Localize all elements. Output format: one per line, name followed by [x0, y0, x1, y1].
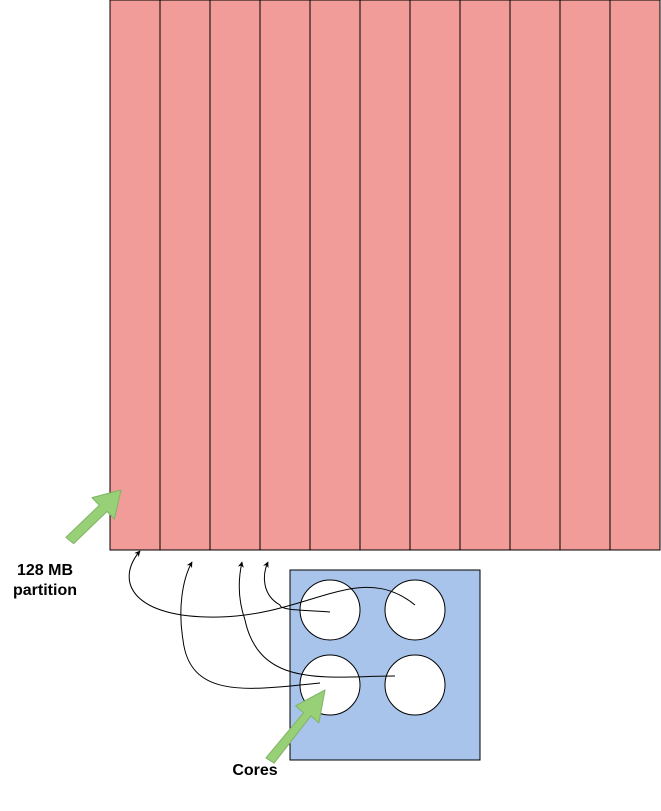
- partition-block: [209, 0, 261, 551]
- core-group: [299, 579, 446, 716]
- partition-block: [259, 0, 311, 551]
- core-circle: [384, 654, 446, 716]
- core-to-partition-arrow: [263, 561, 331, 613]
- core-to-partition-arrow: [128, 550, 416, 618]
- partition-size-label: 128 MB partition: [0, 561, 90, 601]
- assignment-arrows: [128, 550, 416, 689]
- core-circle: [384, 579, 446, 641]
- partition-block: [459, 0, 511, 551]
- partition-block: [509, 0, 561, 551]
- partition-block: [309, 0, 361, 551]
- partition-size-label-line: 128 MB: [16, 562, 74, 579]
- partition-block: [559, 0, 611, 551]
- partition-block: [109, 0, 161, 551]
- data-block: [109, 0, 661, 551]
- core-to-partition-arrow: [180, 561, 321, 689]
- partition-pointer-arrow: [65, 489, 122, 545]
- partition-block: [359, 0, 411, 551]
- cores-label: Cores: [232, 762, 278, 779]
- partition-block: [609, 0, 661, 551]
- partition-block: [159, 0, 211, 551]
- partition-size-label-line: partition: [13, 582, 77, 599]
- core-to-partition-arrow: [237, 561, 396, 678]
- cores-pointer-arrow: [265, 689, 326, 764]
- partition-block: [409, 0, 461, 551]
